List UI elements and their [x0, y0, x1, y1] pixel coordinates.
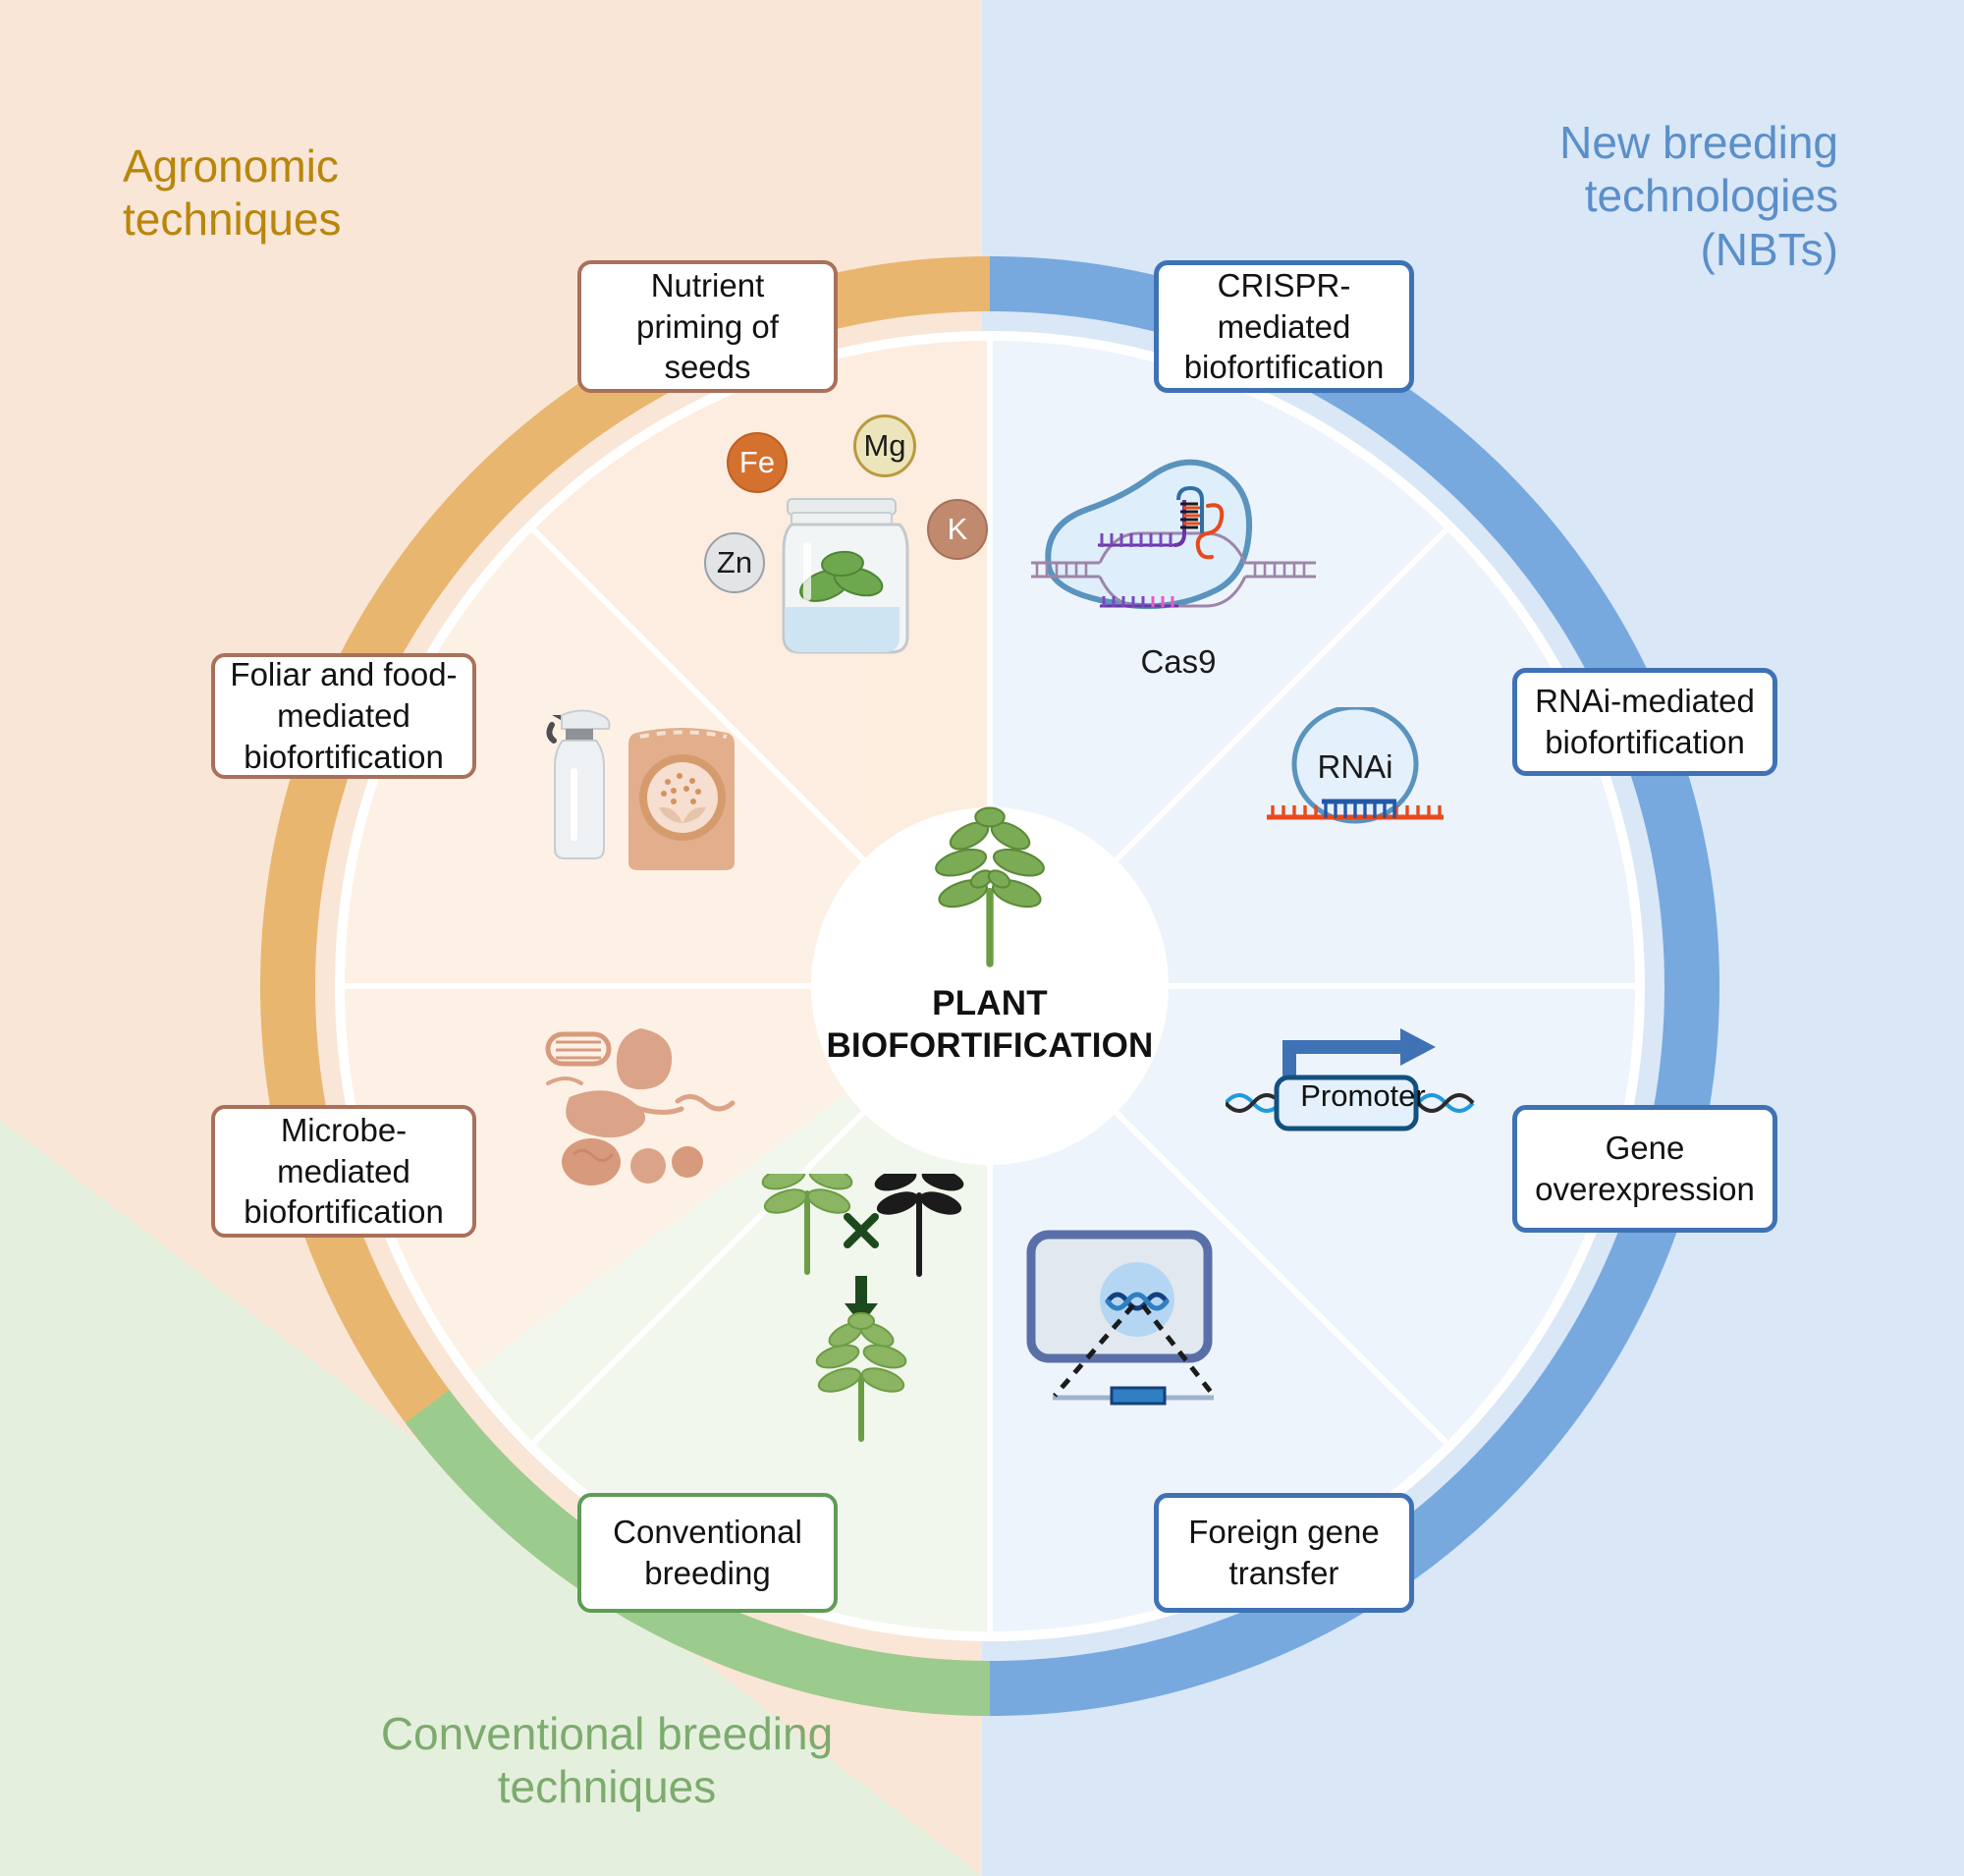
- cross-symbol: [844, 1213, 879, 1248]
- cas9-label: Cas9: [1140, 643, 1217, 680]
- callout-rnai-mediated-biofortification[interactable]: RNAi-mediated biofortification: [1512, 668, 1777, 776]
- quadrant-title-new-breeding-technologies: New breeding technologies (NBTs): [1559, 117, 1838, 275]
- rnai-icon: [1257, 704, 1453, 835]
- cas9-complex-icon: [1031, 457, 1316, 658]
- foliar-spray-and-fertilizer-bag-icon: [530, 688, 776, 884]
- page-title: PLANT BIOFORTIFICATION: [826, 984, 1154, 1066]
- promoter-construct-icon: [1224, 1017, 1491, 1159]
- projection-lines: [1053, 1303, 1216, 1398]
- wheel-center-hub: [811, 807, 1169, 1165]
- quadrant-title-conventional-breeding: Conventional breeding techniques: [380, 1708, 834, 1813]
- callout-foreign-gene-transfer[interactable]: Foreign gene transfer: [1154, 1493, 1414, 1613]
- plant-crossing-icon: [746, 1133, 977, 1444]
- tomato-plant-icon: [935, 806, 1045, 967]
- transcription-arrow-icon: [1282, 1028, 1436, 1087]
- callout-foliar-and-food-mediated-biofortification[interactable]: Foliar and food- mediated biofortificati…: [211, 653, 476, 779]
- callout-crispr-mediated-biofortification[interactable]: CRISPR- mediated biofortification: [1154, 260, 1414, 393]
- rnai-label: RNAi: [1317, 748, 1393, 785]
- quadrant-title-agronomic: Agronomic techniques: [123, 140, 342, 246]
- mineral-chip-mg: Mg: [853, 414, 916, 477]
- callout-conventional-breeding[interactable]: Conventional breeding: [577, 1493, 838, 1613]
- callout-nutrient-priming-of-seeds[interactable]: Nutrient priming of seeds: [577, 260, 838, 393]
- promoter-label: Promoter: [1300, 1078, 1426, 1113]
- mineral-chip-zn: Zn: [704, 532, 765, 593]
- callout-gene-overexpression[interactable]: Gene overexpression: [1512, 1105, 1777, 1233]
- microbes-icon: [530, 1017, 776, 1193]
- seed-priming-jar-icon: [756, 491, 928, 668]
- mineral-chip-fe: Fe: [727, 432, 788, 493]
- mineral-chip-k: K: [927, 499, 988, 560]
- wheel-outer-ring: [260, 256, 1719, 1716]
- callout-microbe-mediated-biofortification[interactable]: Microbe- mediated biofortification: [211, 1105, 476, 1238]
- gene-transfer-magnifier-icon: [1021, 1223, 1242, 1409]
